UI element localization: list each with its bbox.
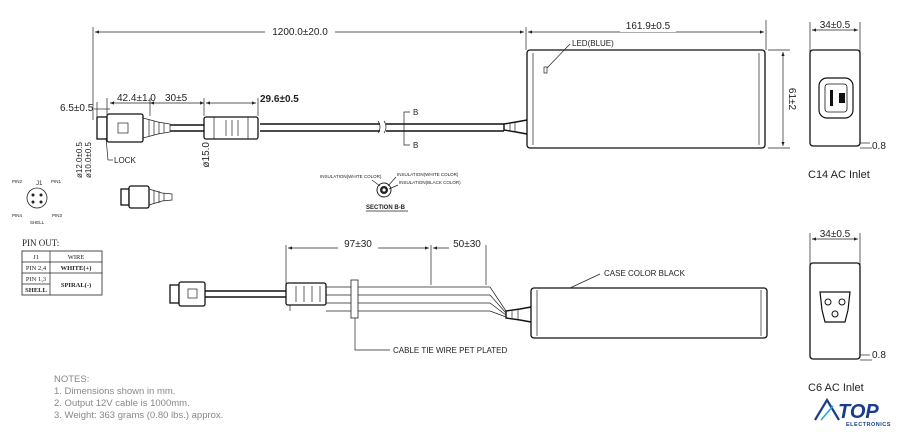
- insulation-white-right: INSULATION(WHITE COLOR): [397, 172, 459, 177]
- note-1: 1. Dimensions shown in mm.: [54, 386, 175, 397]
- dim-30: 30±5: [165, 93, 188, 104]
- notes-title: NOTES:: [54, 374, 89, 385]
- pinout-row2-wire: SPIRAL(-): [61, 282, 91, 289]
- pinout-row1-pin: PIN 2,4: [26, 265, 47, 272]
- lock-icon: [117, 122, 129, 134]
- led-indicator: [543, 66, 548, 74]
- c14-name: C14 AC Inlet: [808, 169, 870, 181]
- lock-label: LOCK: [114, 156, 136, 165]
- cable-length-dim: 1200.0±20.0: [272, 27, 328, 38]
- top-view: 1200.0±20.0 161.9±0.5 LED(BLUE) 61±2 B: [60, 20, 797, 178]
- adapter-length-dim: 161.9±0.5: [626, 21, 671, 32]
- logo-mark-icon: [814, 397, 840, 421]
- dim-d15: ø15.0: [201, 142, 212, 168]
- insulation-black: INSULATION(BLACK COLOR): [399, 180, 461, 185]
- pinout-table: PIN OUT: J1 WIRE PIN 2,4 WHITE(+) PIN 1,…: [21, 238, 103, 296]
- cable-tie: [350, 279, 359, 319]
- ferrite-core: [203, 116, 259, 140]
- dim-d10: ø10.0±0.5: [84, 141, 93, 178]
- pinout-title: PIN OUT:: [22, 238, 59, 248]
- section-mark-top: B: [413, 108, 418, 117]
- c6-depth-dim: 0.8: [872, 350, 886, 361]
- cable-tie-label: CABLE TIE WIRE PET PLATED: [393, 346, 507, 355]
- logo-text: TOP: [838, 401, 879, 423]
- j1-pin2: PIN2: [12, 179, 23, 184]
- j1-pin1: PIN1: [51, 179, 62, 184]
- bottom-view: 97±30 50±30 CASE COLOR BLACK CABLE TIE W…: [169, 239, 768, 355]
- dim-50: 50±30: [453, 239, 481, 250]
- c14-inlet-view: 34±0.5 0.8 C14 AC Inlet: [808, 20, 886, 181]
- pinout-row3-pin: SHELL: [25, 287, 47, 294]
- note-2: 2. Output 12V cable is 1000mm.: [54, 398, 190, 409]
- case-color-label: CASE COLOR BLACK: [604, 269, 686, 278]
- connector-j1: J1 PIN2 PIN1 PIN4 PIN3 SHELL: [12, 179, 173, 225]
- insulation-white-left: INSULATION(WHITE COLOR): [320, 174, 382, 179]
- led-label: LED(BLUE): [572, 39, 614, 48]
- j1-shell: SHELL: [30, 220, 45, 225]
- pinout-row2-pin: PIN 1,3: [26, 276, 46, 283]
- pinout-row1-wire: WHITE(+): [61, 265, 92, 272]
- logo-subtext: ELECTRONICS: [846, 422, 891, 428]
- pinout-header-wire: WIRE: [68, 254, 85, 261]
- c6-width-dim: 34±0.5: [820, 229, 851, 240]
- note-3: 3. Weight: 363 grams (0.80 lbs.) approx.: [54, 410, 223, 421]
- adapter-body-top: [526, 49, 766, 149]
- section-title: SECTION B-B: [366, 205, 406, 211]
- pinout-header-j1: J1: [33, 254, 39, 261]
- c14-width-dim: 34±0.5: [820, 20, 851, 31]
- j1-pin3: PIN3: [52, 213, 63, 218]
- dim-97: 97±30: [344, 239, 372, 250]
- section-mark-bottom: B: [413, 141, 418, 150]
- dc-plug-body: [106, 113, 144, 143]
- j1-label: J1: [36, 181, 43, 187]
- dim-d12: ø12.0±0.5: [75, 141, 84, 178]
- c14-socket: [818, 77, 854, 119]
- j1-face: [26, 187, 48, 209]
- c14-depth-dim: 0.8: [872, 141, 886, 152]
- height-dim: 61±2: [786, 88, 797, 111]
- dc-plug-tip: [96, 116, 108, 140]
- c6-inlet-view: 34±0.5 0.8 C6 AC Inlet: [808, 229, 886, 394]
- dim-42: 42.4±1.0: [117, 93, 156, 104]
- section-b-b: INSULATION(WHITE COLOR) INSULATION(WHITE…: [320, 172, 461, 212]
- j1-pin4: PIN4: [12, 213, 23, 218]
- top-electronics-logo: TOP ELECTRONICS: [814, 397, 891, 428]
- notes: NOTES: 1. Dimensions shown in mm. 2. Out…: [54, 374, 223, 421]
- tip-dim: 6.5±0.5: [60, 103, 94, 114]
- c6-name: C6 AC Inlet: [808, 382, 864, 394]
- dim-29: 29.6±0.5: [260, 94, 299, 105]
- adapter-body-side: [530, 287, 768, 339]
